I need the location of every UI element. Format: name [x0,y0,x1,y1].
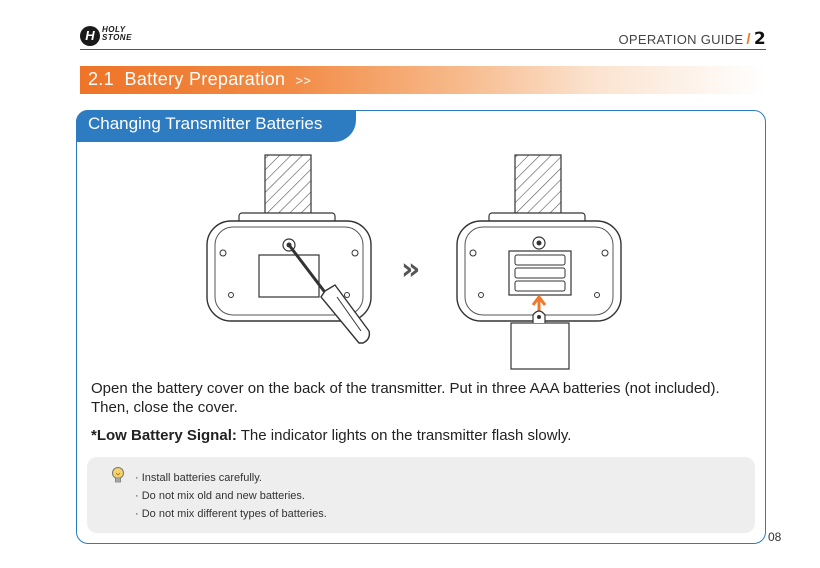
holy-stone-logo: H HOLY STONE [80,24,150,46]
transmitter-back-icon [206,154,372,322]
battery-illustration: » [206,154,622,370]
screwdriver-icon [287,244,371,344]
instructions-text: Open the battery cover on the back of th… [91,380,720,416]
notes-list: · Install batteries carefully. · Do not … [135,469,327,523]
section-header-bar: 2.1 Battery Preparation >> [80,66,766,94]
notes-box: · Install batteries carefully. · Do not … [87,457,755,533]
page-number: 08 [768,530,782,544]
logo-h-icon: H [80,26,100,46]
card-tab-title: Changing Transmitter Batteries [76,110,356,142]
battery-card: Changing Transmitter Batteries [76,110,766,544]
list-item: · Do not mix different types of batterie… [135,508,327,520]
section-number: 2.1 [88,69,114,89]
guide-number: 2 [753,29,766,49]
section-arrows: >> [295,73,312,88]
page-header: H HOLY STONE OPERATION GUIDE/2 [80,24,766,50]
list-item: · Do not mix old and new batteries. [135,490,305,502]
signal-text: The indicator lights on the transmitter … [236,427,572,444]
guide-title: OPERATION GUIDE [618,32,744,47]
battery-cover-icon [510,310,570,370]
list-item: · Install batteries carefully. [135,472,262,484]
battery-compartment-icon [456,154,622,322]
section-name: Battery Preparation [124,69,286,89]
lightbulb-icon [112,467,124,483]
operation-guide-label: OPERATION GUIDE/2 [619,29,767,49]
next-step-arrow-icon: » [401,252,420,287]
low-battery-signal: *Low Battery Signal: The indicator light… [91,427,571,444]
signal-label: *Low Battery Signal: [91,427,237,444]
logo-wordmark: HOLY STONE [102,25,132,42]
section-title: 2.1 Battery Preparation >> [88,69,311,90]
guide-slash: / [746,31,751,48]
